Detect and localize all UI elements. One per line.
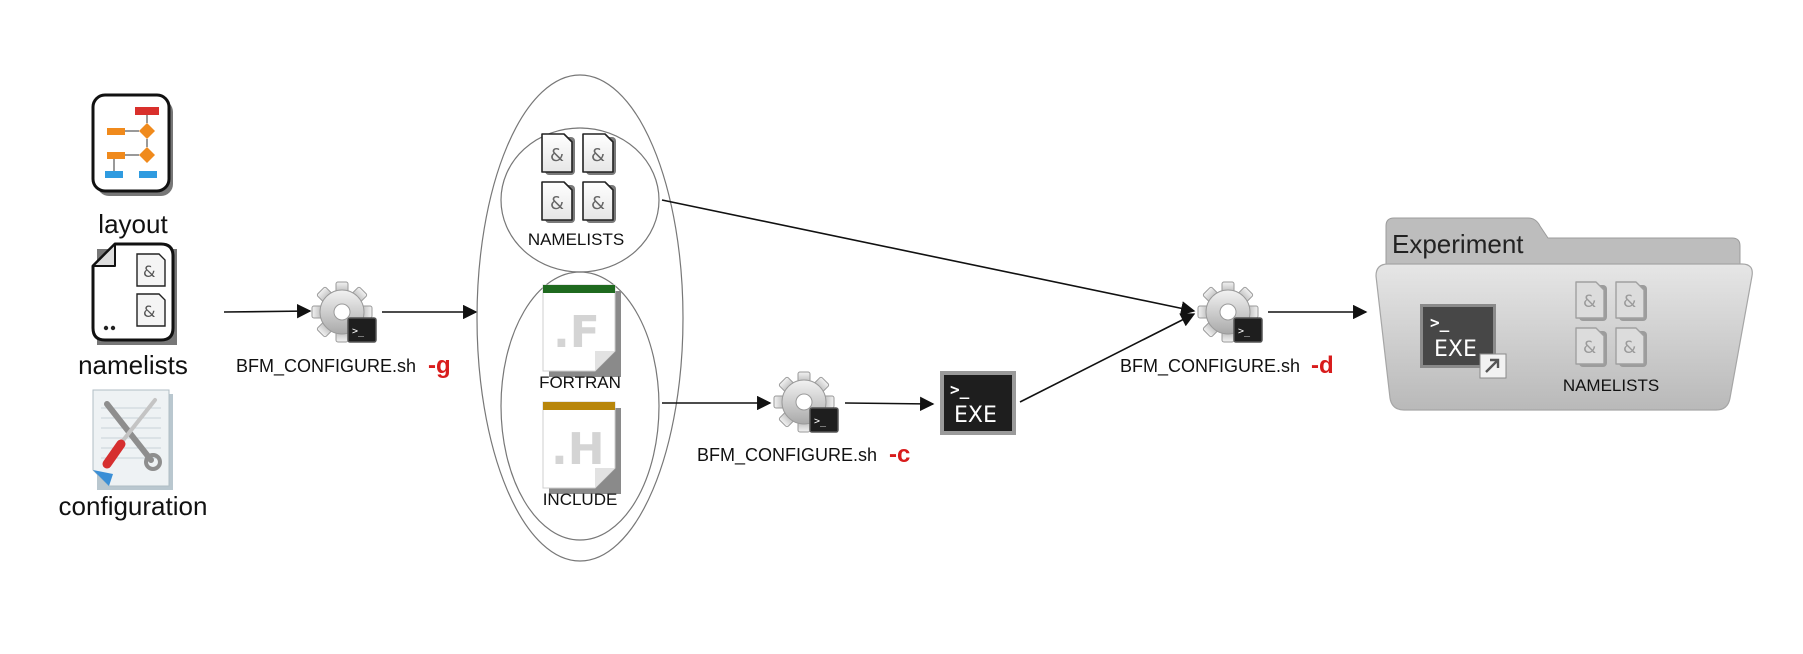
namelists-subgroup: [500, 127, 660, 273]
arrow-inputs-to-generate: [223, 303, 312, 319]
generated-namelist-icons: [541, 133, 617, 224]
gear-terminal-icon: [773, 371, 839, 433]
folder-icon: [1375, 217, 1753, 411]
arrow-compile-to-exe: [844, 396, 935, 412]
experiment-exe-icon: >_ EXE: [1420, 304, 1507, 379]
namelist-sheet-icon: [582, 181, 617, 224]
generated-namelists-label: NAMELISTS: [528, 230, 624, 249]
experiment-exe-label: EXE: [1434, 337, 1477, 362]
exe-label: EXE: [954, 403, 997, 428]
generated-files-group: [476, 74, 684, 562]
namelist-sheet-icon: [1615, 327, 1648, 368]
configuration-label: configuration: [59, 491, 208, 521]
namelist-sheet-icon: [1575, 281, 1608, 322]
namelists-label: namelists: [78, 350, 188, 380]
fortran-label: FORTRAN: [539, 373, 621, 392]
compile-flag: -c: [889, 441, 910, 468]
arrow-exe-to-deploy: [1019, 313, 1196, 403]
gear-terminal-icon: [1197, 281, 1263, 343]
fortran-header-bar: [543, 285, 615, 293]
generate-script-label: BFM_CONFIGURE.sh: [236, 356, 416, 377]
svg-text:&: &: [143, 262, 155, 281]
include-header-bar: [543, 402, 615, 410]
svg-text:&: &: [143, 302, 155, 321]
namelist-sheet-icon: [1575, 327, 1608, 368]
flowchart-document-icon: [91, 93, 173, 196]
generate-flag: -g: [428, 352, 451, 379]
fortran-file-icon: .F: [542, 284, 621, 377]
namelist-sheet-icon: [1615, 281, 1648, 322]
fortran-glyph: .F: [553, 307, 600, 358]
include-file-icon: .H: [542, 401, 621, 494]
namelist-document-icon: & &: [91, 242, 177, 345]
arrow-namelists-to-deploy: [661, 199, 1196, 316]
include-glyph: .H: [551, 424, 605, 475]
compile-script-label: BFM_CONFIGURE.sh: [697, 445, 877, 466]
deploy-flag: -d: [1311, 352, 1334, 379]
terminal-exe-icon: >_ EXE: [940, 371, 1016, 435]
namelist-sheet-icon: [541, 181, 576, 224]
layout-label: layout: [98, 209, 168, 239]
namelist-sheet-icon: [541, 133, 576, 176]
experiment-title: Experiment: [1392, 229, 1524, 259]
namelist-sheet-icon: [582, 133, 617, 176]
deploy-script-label: BFM_CONFIGURE.sh: [1120, 356, 1300, 377]
experiment-exe-prompt: >_: [1430, 313, 1450, 332]
experiment-namelists-label: NAMELISTS: [1563, 376, 1659, 395]
include-label: INCLUDE: [543, 490, 618, 509]
exe-prompt: >_: [950, 380, 970, 399]
configuration-tools-icon: [92, 389, 173, 490]
source-subgroup: [500, 271, 660, 541]
gear-terminal-icon: [311, 281, 377, 343]
